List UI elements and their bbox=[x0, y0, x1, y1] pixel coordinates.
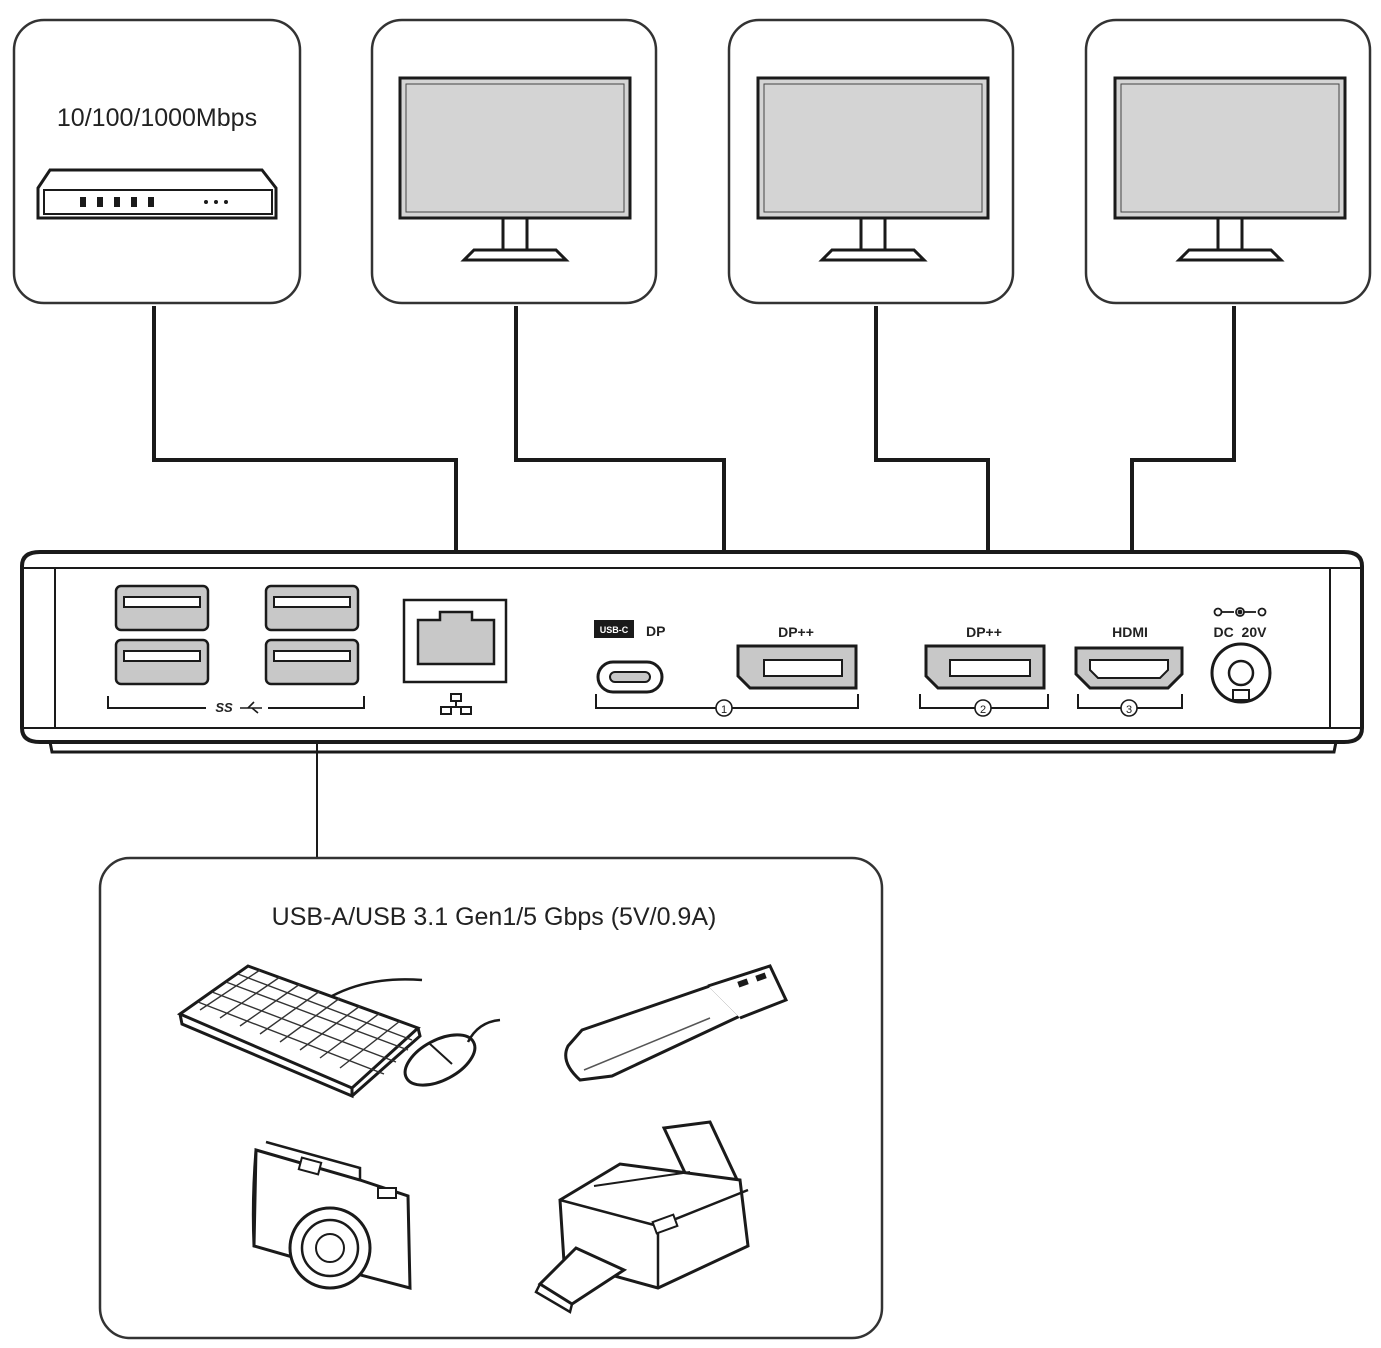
dc-jack-icon bbox=[1210, 642, 1272, 704]
monitor2-cable-line bbox=[874, 306, 990, 580]
ethernet-speed-label: 10/100/1000Mbps bbox=[57, 104, 257, 132]
camera-icon bbox=[251, 1140, 412, 1290]
usb-a-port-icon bbox=[264, 638, 360, 686]
monitor-box-2 bbox=[727, 18, 1015, 305]
network-switch-icon bbox=[36, 168, 278, 220]
monitor-icon bbox=[398, 76, 632, 262]
hdmi-port-icon bbox=[1074, 646, 1184, 690]
dc-polarity-icon bbox=[1213, 607, 1267, 617]
monitor-box-1 bbox=[370, 18, 658, 305]
network-device-box: 10/100/1000Mbps bbox=[12, 18, 302, 305]
monitor-icon bbox=[1113, 76, 1347, 262]
ethernet-port bbox=[402, 598, 508, 715]
usb-c-dp-label: DP bbox=[646, 623, 665, 639]
usb-devices-label: USB-A/USB 3.1 Gen1/5 Gbps (5V/0.9A) bbox=[272, 903, 717, 931]
hdmi-port: HDMI 3 bbox=[1074, 624, 1184, 717]
usb-flash-drive-icon bbox=[564, 964, 789, 1082]
dp2-label: DP++ bbox=[966, 624, 1002, 640]
keyboard-icon bbox=[176, 964, 423, 1099]
usb-c-dp-port: USB-C DP bbox=[594, 620, 665, 694]
docking-station: SS USB-C DP bbox=[20, 550, 1364, 754]
ethernet-port-icon bbox=[416, 610, 496, 666]
monitor-box-3 bbox=[1084, 18, 1372, 305]
ethernet-cable-line bbox=[152, 306, 458, 578]
displayport-port-icon bbox=[736, 644, 858, 690]
usb-a-port-icon bbox=[114, 584, 210, 632]
port-number-3: 3 bbox=[1126, 704, 1132, 716]
dc-power-port: DC 20V bbox=[1210, 607, 1272, 704]
displayport-port-1: DP++ 1 bbox=[595, 624, 859, 717]
mouse-icon bbox=[403, 1018, 501, 1087]
port-number-2: 2 bbox=[980, 704, 986, 716]
printer-icon bbox=[534, 1120, 750, 1314]
displayport-port-2: DP++ 2 bbox=[919, 624, 1049, 717]
usb-c-port-icon bbox=[596, 660, 664, 694]
usb-a-ports: SS bbox=[107, 584, 365, 715]
usb-a-port-icon bbox=[114, 638, 210, 686]
monitor3-cable-line bbox=[1130, 306, 1236, 580]
network-symbol-icon bbox=[440, 693, 472, 715]
usb-a-port-icon bbox=[264, 584, 360, 632]
usb-superspeed-logo: SS bbox=[215, 700, 233, 715]
dp1-label: DP++ bbox=[778, 624, 814, 640]
usb-c-badge: USB-C bbox=[600, 625, 629, 635]
usb-trident-icon bbox=[240, 701, 262, 714]
port-number-1: 1 bbox=[721, 704, 727, 716]
dc-label: DC 20V bbox=[1214, 624, 1268, 640]
hdmi-label: HDMI bbox=[1112, 624, 1148, 640]
usb-devices-box: USB-A/USB 3.1 Gen1/5 Gbps (5V/0.9A) bbox=[98, 856, 884, 1340]
displayport-port-icon bbox=[924, 644, 1046, 690]
monitor-icon bbox=[756, 76, 990, 262]
